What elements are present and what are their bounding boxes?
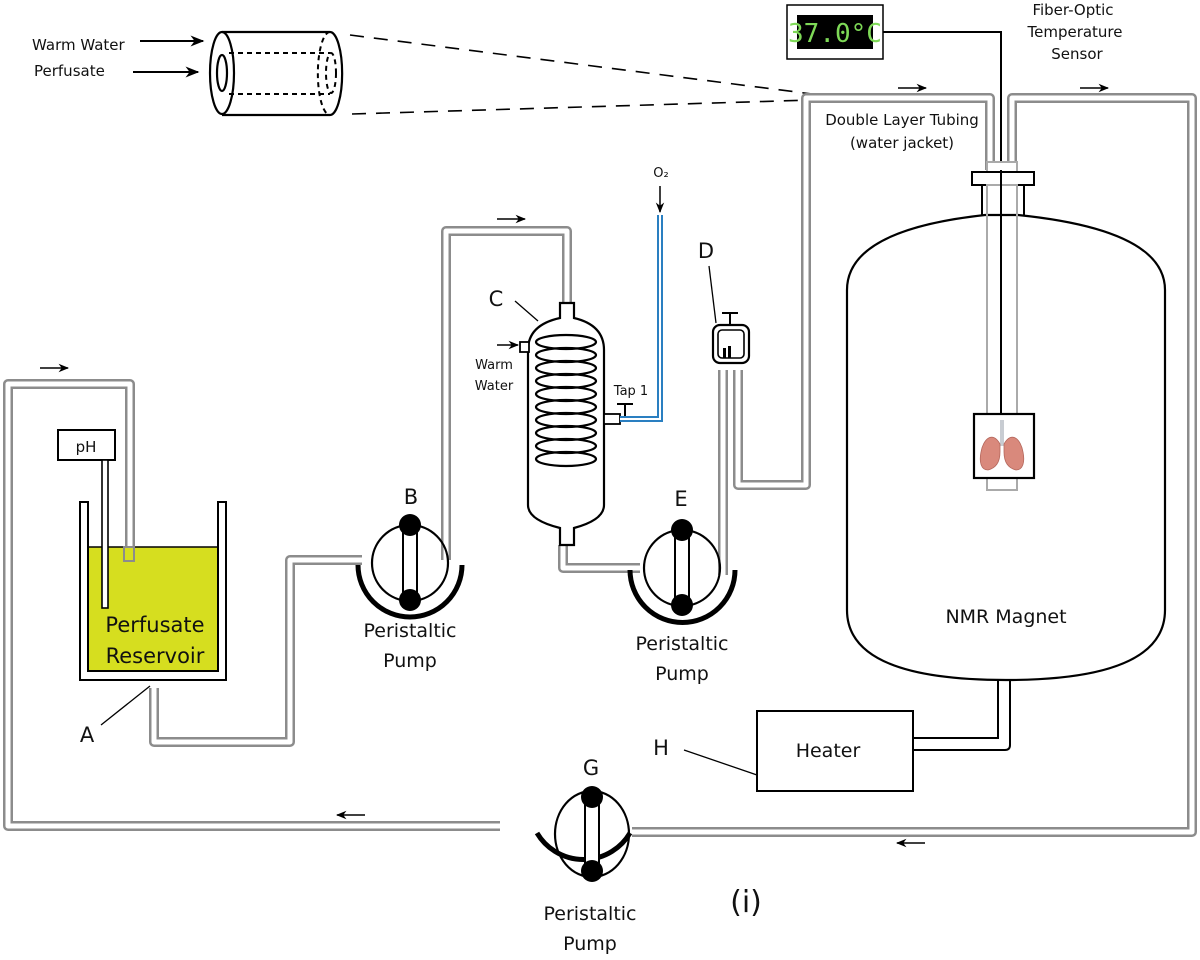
pump-b-marker: B xyxy=(404,485,418,509)
bubble-trap-marker: D xyxy=(698,239,714,263)
fiber-optic-cable xyxy=(883,31,1002,420)
roller xyxy=(581,860,603,882)
heater-marker: H xyxy=(653,736,669,760)
oxygenator-marker: C xyxy=(489,287,504,311)
sensor-label-line3: Sensor xyxy=(1051,45,1103,63)
temperature-readout: 37.0°C xyxy=(788,19,882,49)
pump-e-marker: E xyxy=(674,487,687,511)
pump-g-marker: G xyxy=(583,756,599,780)
tap-valve-icon[interactable] xyxy=(617,403,633,418)
roller xyxy=(671,594,693,616)
pump-e: E Peristaltic Pump xyxy=(627,487,738,685)
pump-b: B Peristaltic Pump xyxy=(355,485,465,672)
oxygenator-warm-water-line2: Water xyxy=(475,379,514,394)
heat-exchange-coil xyxy=(534,333,598,468)
sensor-label-line2: Temperature xyxy=(1026,23,1122,41)
oxygenator-leader-line xyxy=(514,300,539,322)
heater-label: Heater xyxy=(796,740,861,762)
oxygenator-warm-water-line1: Warm xyxy=(475,358,513,373)
pump-b-label-line1: Peristaltic xyxy=(363,620,456,642)
pump-e-label-line1: Peristaltic xyxy=(635,633,728,655)
inset-warm-water-label: Warm Water xyxy=(32,36,126,54)
ph-meter xyxy=(57,429,116,461)
nmr-magnet: NMR Magnet xyxy=(845,161,1167,751)
oxygenator: Warm Water Tap 1 O₂ C xyxy=(475,166,669,547)
magnet-label: NMR Magnet xyxy=(945,606,1066,628)
perfusate-fill xyxy=(89,547,217,676)
cylinder-front-face xyxy=(208,30,236,116)
panel-label: (i) xyxy=(730,885,762,920)
bubble-trap-leader-line xyxy=(708,265,717,324)
perfusate-reservoir: pH Perfusate Reservoir A xyxy=(57,429,227,747)
inset-perfusate-label: Perfusate xyxy=(34,62,105,80)
ph-probe xyxy=(101,459,109,609)
heater: Heater H xyxy=(653,710,914,792)
pump-b-label-line2: Pump xyxy=(383,650,437,672)
temperature-display: 37.0°C Fiber-Optic Temperature Sensor xyxy=(786,1,1123,420)
tubing-label-line1: Double Layer Tubing xyxy=(825,111,979,129)
reservoir-leader-line xyxy=(100,685,151,726)
tap-label: Tap 1 xyxy=(613,384,648,399)
pump-g-label-line2: Pump xyxy=(563,933,617,955)
tubing-label-line2: (water jacket) xyxy=(850,134,954,152)
roller xyxy=(671,519,693,541)
projection-line-bottom xyxy=(351,99,813,115)
reservoir-label-line2: Reservoir xyxy=(106,644,205,668)
flow-arrows xyxy=(40,83,1110,848)
reservoir-label-line1: Perfusate xyxy=(105,613,204,637)
roller xyxy=(399,514,421,536)
bubble-trap: D xyxy=(698,239,751,365)
tubing-network xyxy=(3,93,1197,837)
cylinder-inner-back-hidden xyxy=(325,52,337,94)
pump-g: G Peristaltic Pump xyxy=(534,756,637,955)
roller xyxy=(399,589,421,611)
reservoir-vessel xyxy=(79,501,227,681)
tube-bubble-trap-to-magnet xyxy=(733,93,995,490)
tube-oxygenator-to-pump-e xyxy=(558,545,640,573)
lung-icon xyxy=(979,420,1025,471)
display-screen xyxy=(797,15,873,49)
magnet-body xyxy=(845,213,1167,682)
cylinder-inner-lumen xyxy=(215,53,229,93)
sensor-label-line1: Fiber-Optic xyxy=(1032,1,1113,19)
probe-flange xyxy=(971,171,1035,186)
ph-label: pH xyxy=(76,438,97,456)
cylinder-back-right xyxy=(329,30,344,117)
reservoir-marker: A xyxy=(80,723,95,747)
projection-line-top xyxy=(349,34,821,96)
cylinder-back-left-hidden xyxy=(316,31,331,116)
roller xyxy=(581,786,603,808)
heater-box xyxy=(756,710,914,792)
pump-e-label-line2: Pump xyxy=(655,663,709,685)
heater-leader-line xyxy=(683,749,758,776)
tubing-inset: Warm Water Perfusate xyxy=(32,30,821,117)
pump-g-label-line1: Peristaltic xyxy=(543,903,636,925)
oxygen-label: O₂ xyxy=(653,166,668,181)
